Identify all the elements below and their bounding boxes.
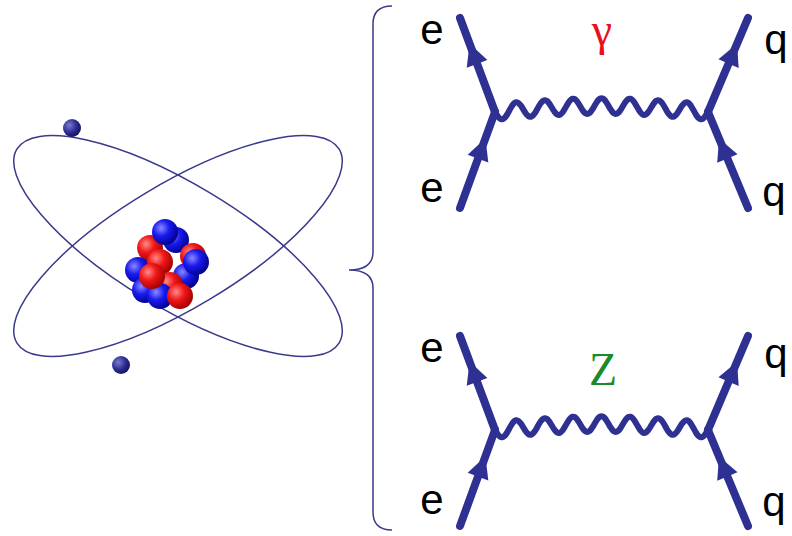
feynman-diagrams — [460, 18, 748, 526]
nucleon — [183, 249, 209, 275]
fermion-line — [708, 430, 748, 526]
atom — [0, 96, 371, 396]
electron — [112, 356, 130, 374]
boson-line — [495, 416, 708, 437]
nucleon — [139, 263, 165, 289]
particle-label: q — [762, 481, 785, 523]
fermion-line — [708, 112, 748, 208]
fermion-line — [460, 18, 495, 112]
particle-label: q — [764, 333, 787, 375]
nucleon — [152, 219, 178, 245]
boson-label: Z — [589, 347, 617, 393]
nucleus — [125, 219, 209, 309]
arrowhead — [468, 456, 489, 480]
arrowhead — [468, 138, 489, 162]
arrowhead — [718, 362, 738, 386]
orbit — [0, 96, 371, 396]
orbit — [0, 96, 371, 396]
fermion-line — [460, 430, 495, 526]
boson-label: γ — [592, 7, 612, 53]
particle-label: q — [762, 171, 785, 213]
arrowhead — [717, 139, 737, 163]
particle-label: e — [420, 9, 443, 51]
particle-label: e — [420, 327, 443, 369]
bracket — [349, 6, 392, 530]
fermion-line — [708, 336, 748, 430]
boson-line — [495, 98, 708, 119]
fermion-line — [460, 112, 495, 208]
particle-label: e — [420, 479, 443, 521]
arrowhead — [467, 362, 488, 386]
arrowhead — [717, 457, 737, 481]
arrowhead — [718, 44, 738, 68]
electron — [63, 119, 81, 137]
particle-label: e — [420, 167, 443, 209]
fermion-line — [460, 336, 495, 430]
fermion-line — [708, 18, 748, 112]
arrowhead — [467, 44, 488, 68]
particle-label: q — [764, 19, 787, 61]
nucleon — [167, 283, 193, 309]
